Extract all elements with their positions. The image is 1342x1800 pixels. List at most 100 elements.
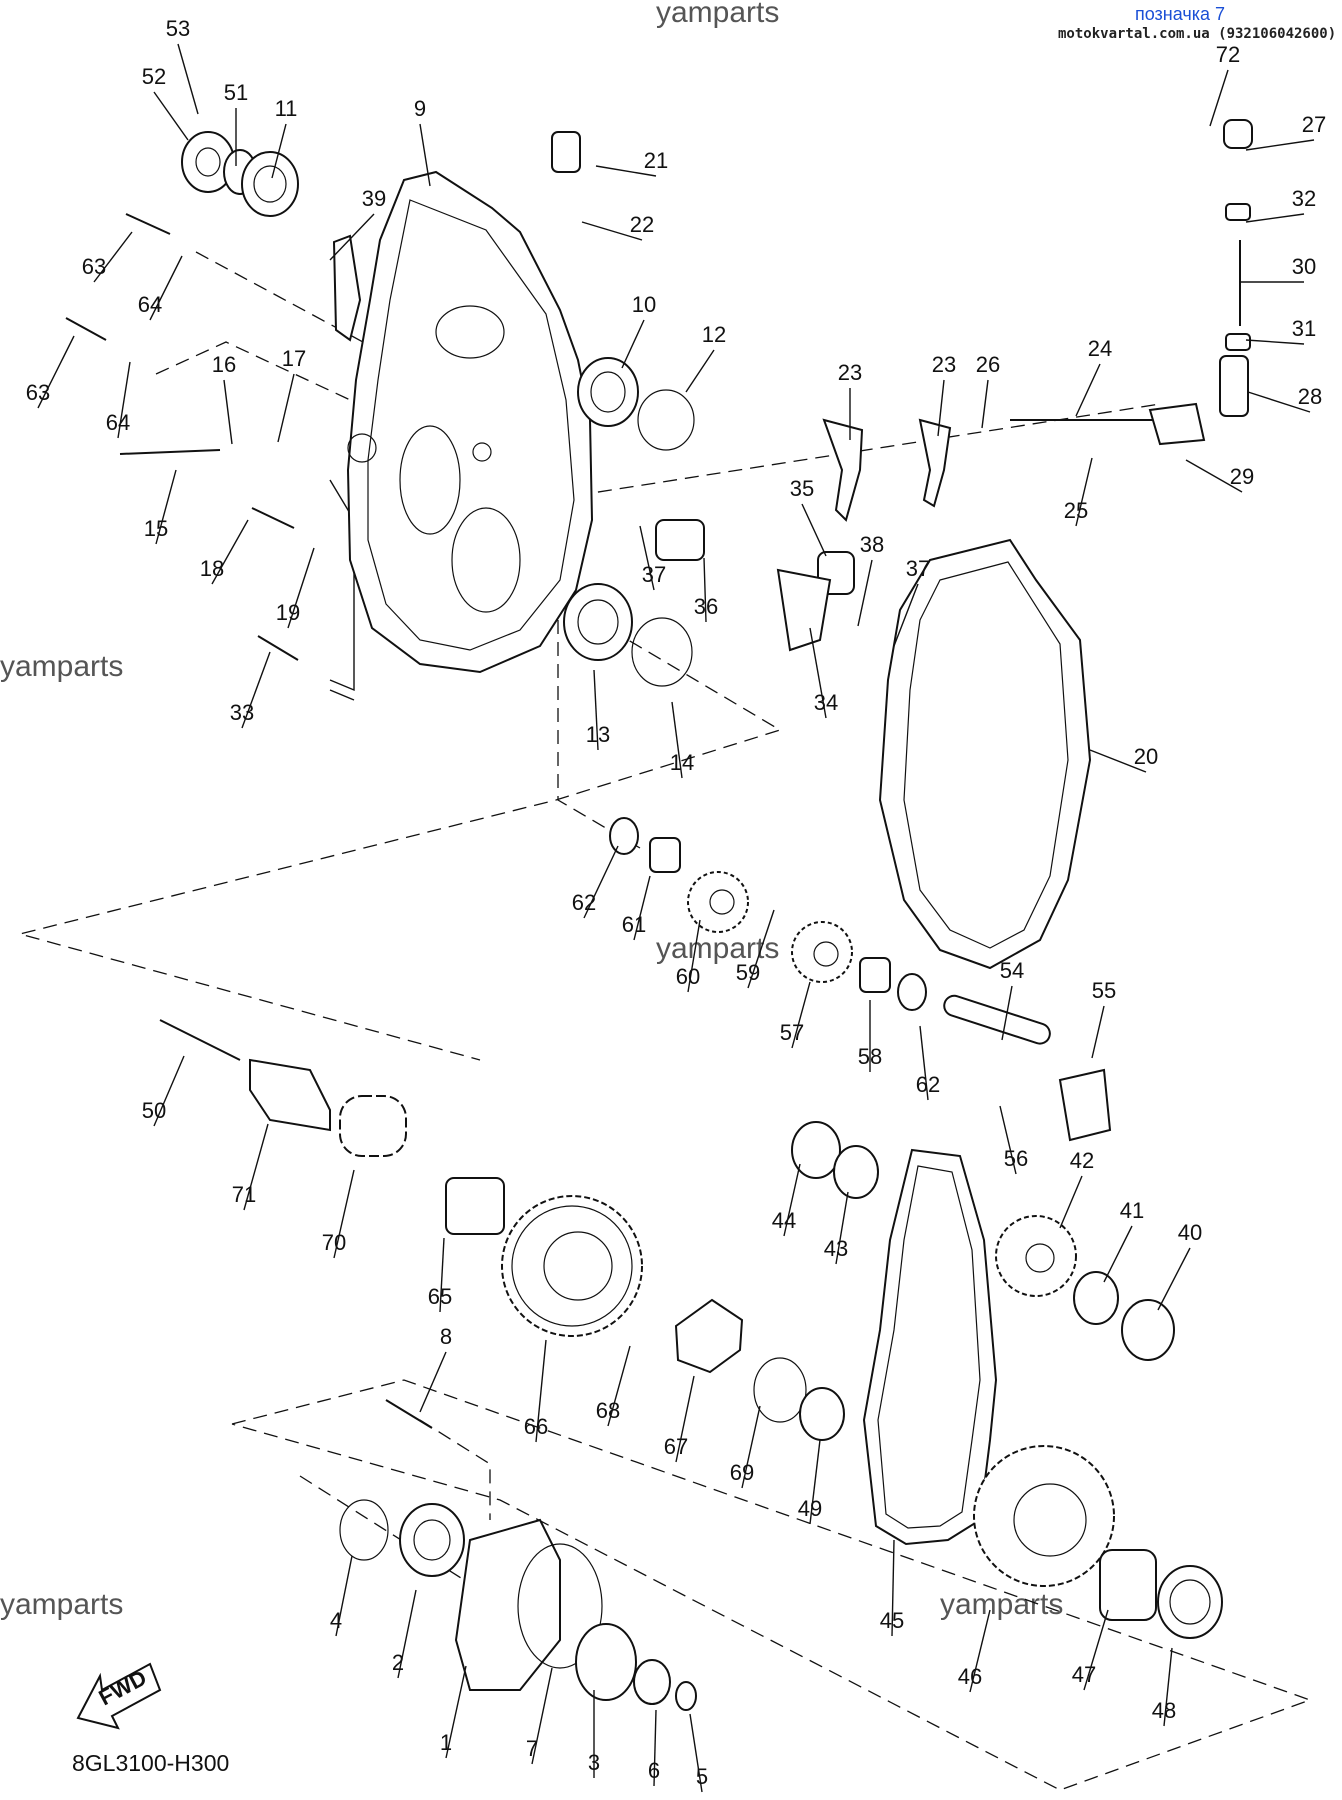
watermark-right-lower: yamparts: [940, 1588, 1064, 1621]
callout-leader-5: [689, 1713, 703, 1793]
callout-leader-32: [1245, 213, 1305, 223]
callout-number-29: 29: [1230, 464, 1254, 489]
callout-number-20: 20: [1134, 744, 1158, 769]
callout-number-1: 1: [440, 1730, 452, 1755]
callout-leader-31: [1245, 339, 1305, 345]
callout-number-30: 30: [1292, 254, 1316, 279]
callout-leader-22: [581, 221, 643, 241]
callout-number-26: 26: [976, 352, 1000, 377]
callout-number-63: 63: [82, 254, 106, 279]
callout-leader-16: [223, 379, 233, 445]
callout-leader-47: [1083, 1609, 1109, 1691]
callout-leader-14: [671, 701, 683, 779]
callout-leader-25: [1075, 457, 1093, 527]
crankcase-cover: [346, 170, 594, 674]
callout-number-66: 66: [524, 1414, 548, 1439]
watermark-left-lower: yamparts: [0, 1588, 124, 1621]
watermark-left-upper: yamparts: [0, 650, 124, 683]
callout-leader-23: [937, 379, 945, 437]
callout-leader-68: [607, 1345, 631, 1427]
callout-leader-39: [329, 213, 375, 261]
callout-number-53: 53: [166, 16, 190, 41]
callout-leader-20: [1089, 749, 1147, 773]
callout-leader-64: [149, 255, 183, 321]
callout-leader-71: [243, 1123, 269, 1211]
callout-leader-28: [1247, 391, 1311, 413]
callout-number-15: 15: [144, 516, 168, 541]
callout-leader-4: [335, 1555, 353, 1637]
callout-number-46: 46: [958, 1664, 982, 1689]
callout-leader-37: [893, 583, 919, 647]
callout-number-36: 36: [694, 594, 718, 619]
callout-number-37: 37: [906, 556, 930, 581]
callout-leader-65: [439, 1237, 445, 1313]
shafts-and-fasteners: [65, 119, 1253, 1429]
callout-leader-6: [653, 1709, 657, 1787]
callout-number-56: 56: [1004, 1146, 1028, 1171]
callout-leader-42: [1059, 1175, 1083, 1229]
callout-leader-49: [809, 1439, 821, 1525]
bearings-and-rings: [181, 131, 1223, 1711]
callout-leader-70: [333, 1169, 355, 1259]
callout-number-64: 64: [138, 292, 162, 317]
callout-leader-69: [741, 1405, 761, 1489]
callout-number-17: 17: [282, 346, 306, 371]
callout-leader-56: [999, 1105, 1017, 1175]
callout-number-39: 39: [362, 186, 386, 211]
callout-number-41: 41: [1120, 1198, 1144, 1223]
callout-number-9: 9: [414, 96, 426, 121]
callout-number-23: 23: [932, 352, 956, 377]
callout-number-4: 4: [330, 1608, 342, 1633]
callout-leader-18: [211, 519, 249, 585]
callout-number-6: 6: [648, 1758, 660, 1783]
callout-leader-62: [583, 845, 619, 919]
callout-leader-43: [835, 1191, 849, 1265]
callout-number-7: 7: [526, 1736, 538, 1761]
callout-leader-60: [687, 919, 701, 993]
callout-number-67: 67: [664, 1434, 688, 1459]
callout-number-52: 52: [142, 64, 166, 89]
callout-number-65: 65: [428, 1284, 452, 1309]
callout-leader-59: [747, 909, 775, 989]
callout-leader-27: [1245, 139, 1315, 151]
callout-number-47: 47: [1072, 1662, 1096, 1687]
callout-number-64: 64: [106, 410, 130, 435]
callout-number-13: 13: [586, 722, 610, 747]
callout-leader-21: [595, 165, 657, 177]
callout-number-55: 55: [1092, 978, 1116, 1003]
callout-number-35: 35: [790, 476, 814, 501]
callout-number-37: 37: [642, 562, 666, 587]
callout-leader-64: [117, 361, 131, 439]
callout-leader-61: [633, 875, 651, 941]
callout-number-61: 61: [622, 912, 646, 937]
callout-leader-54: [1001, 985, 1013, 1041]
callout-number-5: 5: [696, 1764, 708, 1789]
callout-number-28: 28: [1298, 384, 1322, 409]
callout-leader-46: [969, 1609, 991, 1693]
callout-number-43: 43: [824, 1236, 848, 1261]
callout-leader-63: [37, 335, 75, 409]
callout-leader-33: [241, 651, 271, 729]
callout-leader-13: [593, 669, 599, 751]
callout-number-19: 19: [276, 600, 300, 625]
header-site[interactable]: motokvartal.com.ua (932106042600): [1058, 26, 1337, 42]
callout-leader-7: [531, 1667, 553, 1765]
callout-leader-45: [891, 1539, 895, 1637]
callout-number-63: 63: [26, 380, 50, 405]
callout-leader-9: [419, 123, 431, 187]
callout-leader-36: [703, 557, 707, 623]
callout-leader-40: [1157, 1247, 1191, 1311]
callout-leader-17: [277, 373, 295, 443]
drive-chain: [862, 1148, 998, 1546]
callout-leader-10: [621, 319, 645, 369]
diagram-code: 8GL3100-H300: [72, 1750, 230, 1776]
callout-number-69: 69: [730, 1460, 754, 1485]
callout-leader-19: [287, 547, 315, 629]
callout-number-16: 16: [212, 352, 236, 377]
callout-number-60: 60: [676, 964, 700, 989]
callout-leader-53: [177, 43, 199, 115]
callout-leader-50: [153, 1055, 185, 1127]
callout-number-42: 42: [1070, 1148, 1094, 1173]
